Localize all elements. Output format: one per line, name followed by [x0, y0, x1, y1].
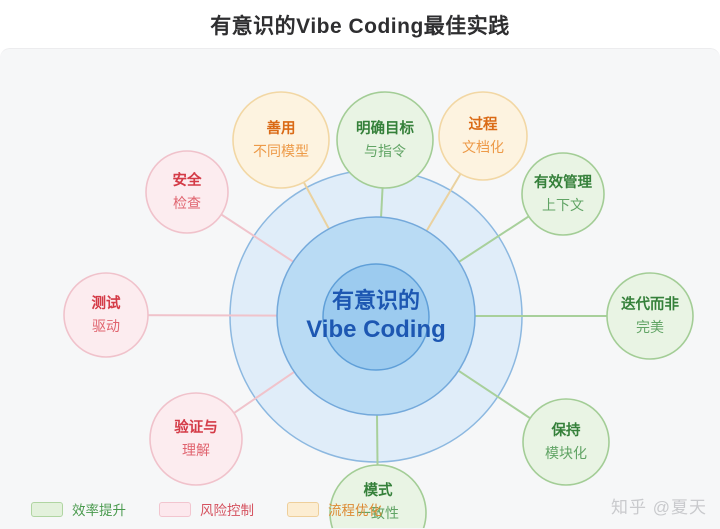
- center-label-line1: 有意识的: [331, 288, 420, 313]
- node-circle-security-check: [145, 150, 229, 234]
- node-clear-goals: 明确目标 与指令: [356, 121, 414, 159]
- node-circle-keep-modular: [522, 398, 610, 486]
- legend-swatch-pink: [159, 501, 191, 517]
- node-circle-document-process: [438, 91, 528, 181]
- legend-label: 风险控制: [200, 503, 254, 518]
- node-circle-test-driven: [63, 272, 149, 358]
- node-title: 测试: [91, 296, 121, 312]
- node-iterate-not-perfect: 迭代而非 完美: [621, 297, 679, 335]
- node-subtitle: 驱动: [92, 318, 120, 334]
- node-subtitle: 模块化: [545, 445, 587, 461]
- node-title: 模式: [363, 483, 393, 499]
- node-title: 验证与: [174, 420, 218, 436]
- page-title: 有意识的Vibe Coding最佳实践: [210, 15, 510, 38]
- node-keep-modular: 保持 模块化: [545, 423, 587, 461]
- node-subtitle: 与指令: [364, 143, 406, 159]
- satellite-circles: [63, 91, 694, 528]
- center-inner-circle: [322, 263, 430, 371]
- node-subtitle: 不同模型: [253, 143, 309, 159]
- node-circle-iterate-not-perfect: [606, 272, 694, 360]
- legend-label: 流程优化: [328, 503, 382, 518]
- node-document-process: 过程 文档化: [462, 117, 504, 155]
- node-security-check: 安全 检查: [173, 173, 202, 211]
- node-pattern-consistency: 模式 一致性: [357, 483, 399, 521]
- node-subtitle: 理解: [182, 442, 210, 458]
- node-manage-context: 有效管理 上下文: [534, 175, 592, 213]
- node-circle-manage-context: [521, 152, 605, 236]
- node-title: 迭代而非: [621, 297, 679, 313]
- node-title: 有效管理: [534, 175, 592, 191]
- node-subtitle: 一致性: [357, 505, 399, 521]
- node-circle-pattern-consistency: [329, 464, 427, 528]
- legend-swatch-orange: [287, 501, 319, 517]
- node-title: 保持: [551, 423, 581, 439]
- node-subtitle: 文档化: [462, 139, 504, 155]
- node-test-driven: 测试 驱动: [92, 296, 121, 334]
- watermark: 知乎 @夏天: [611, 498, 707, 517]
- node-circle-clear-goals: [336, 91, 434, 189]
- legend: 效率提升 风险控制 流程优化: [31, 499, 382, 519]
- node-subtitle: 检查: [173, 195, 201, 211]
- legend-label: 效率提升: [72, 503, 126, 518]
- legend-item-process: 流程优化: [287, 499, 382, 519]
- node-use-different-models: 善用 不同模型: [253, 121, 309, 159]
- legend-swatch-green: [31, 501, 63, 517]
- node-circle-verify-understand: [149, 392, 243, 486]
- node-title: 安全: [172, 173, 202, 189]
- center-label-line2: Vibe Coding: [306, 316, 446, 343]
- node-verify-understand: 验证与 理解: [174, 420, 218, 458]
- legend-item-risk: 风险控制: [159, 499, 254, 519]
- node-subtitle: 上下文: [542, 197, 584, 213]
- legend-item-efficiency: 效率提升: [31, 499, 126, 519]
- node-title: 明确目标: [356, 121, 414, 137]
- node-subtitle: 完美: [636, 319, 664, 335]
- node-circle-use-different-models: [232, 91, 330, 189]
- node-title: 过程: [468, 117, 498, 133]
- center-label: 有意识的 Vibe Coding: [306, 287, 446, 345]
- node-title: 善用: [266, 121, 296, 137]
